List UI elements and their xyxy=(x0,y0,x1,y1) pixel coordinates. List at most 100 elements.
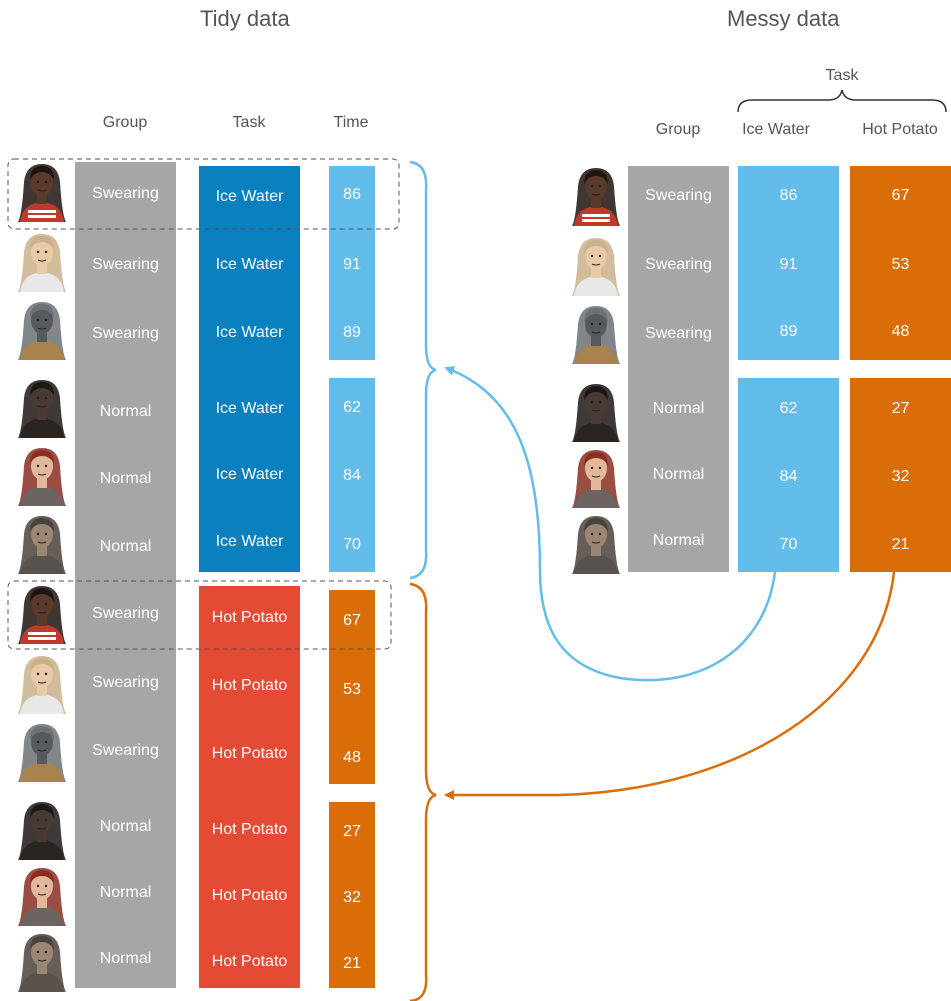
messy-hot-swearing-block xyxy=(850,166,951,360)
tidy-task-cell: Ice Water xyxy=(215,466,284,483)
avatar-person-3 xyxy=(14,298,70,365)
tidy-time-cell: 84 xyxy=(343,467,361,484)
tidy-group-cell: Swearing xyxy=(92,256,159,273)
tidy-task-cell: Hot Potato xyxy=(211,609,288,626)
avatar-person-4 xyxy=(14,376,70,443)
connector-hot xyxy=(444,571,896,800)
avatar-person-4 xyxy=(14,798,70,865)
tidy-time-cell: 86 xyxy=(343,186,361,203)
messy-ice-cell: 84 xyxy=(779,468,798,485)
avatar-person-4 xyxy=(568,380,624,447)
avatar-person-5 xyxy=(14,444,70,511)
tidy-group-cell: Normal xyxy=(99,818,152,835)
tidy-task-cell: Hot Potato xyxy=(211,821,288,838)
messy-hot-cell: 21 xyxy=(891,536,910,553)
messy-ice-cell: 70 xyxy=(779,536,798,553)
messy-ice-cell: 62 xyxy=(779,400,798,417)
messy-group-cell: Normal xyxy=(652,532,705,549)
messy-ice-header: Ice Water xyxy=(742,121,810,138)
tidy-time-cell: 62 xyxy=(343,399,361,416)
messy-hot-cell: 27 xyxy=(891,400,910,417)
highlight-box-row-1 xyxy=(7,158,400,230)
brace-ice xyxy=(409,160,437,580)
tidy-group-cell: Swearing xyxy=(92,674,159,691)
messy-hot-cell: 48 xyxy=(891,323,910,340)
messy-task-header: Task xyxy=(825,67,859,84)
messy-title: Messy data xyxy=(727,6,840,31)
messy-ice-cell: 91 xyxy=(779,256,798,273)
tidy-time-cell: 32 xyxy=(343,889,361,906)
tidy-group-cell: Swearing xyxy=(92,742,159,759)
tidy-time-header: Time xyxy=(333,114,369,131)
tidy-task-cell: Ice Water xyxy=(215,400,284,417)
messy-hot-cell: 53 xyxy=(891,256,910,273)
tidy-time-hot-normal-block xyxy=(329,802,375,988)
tidy-group-cell: Normal xyxy=(99,884,152,901)
tidy-time-hot-swearing-block xyxy=(329,590,375,784)
tidy-time-cell: 67 xyxy=(343,612,361,629)
tidy-group-cell: Normal xyxy=(99,950,152,967)
tidy-time-cell: 21 xyxy=(343,955,361,972)
tidy-title: Tidy data xyxy=(200,6,290,31)
tidy-group-cell: Normal xyxy=(99,538,152,555)
connector-ice xyxy=(444,366,777,682)
avatar-person-6 xyxy=(568,512,624,579)
avatar-person-2 xyxy=(568,234,624,301)
avatar-person-3 xyxy=(14,720,70,787)
tidy-task-ice-block xyxy=(199,166,300,572)
brace-hot xyxy=(409,582,437,1001)
tidy-task-cell: Hot Potato xyxy=(211,677,288,694)
tidy-time-cell: 89 xyxy=(343,324,361,341)
tidy-time-cell: 27 xyxy=(343,823,361,840)
avatar-person-1 xyxy=(14,582,70,649)
messy-group-cell: Normal xyxy=(652,400,705,417)
tidy-time-ice-swearing-block xyxy=(329,166,375,360)
tidy-time-cell: 70 xyxy=(343,536,361,553)
brace-task-top xyxy=(737,89,947,113)
tidy-time-cell: 48 xyxy=(343,749,361,766)
avatar-person-1 xyxy=(568,164,624,231)
tidy-group-cell: Swearing xyxy=(92,185,159,202)
tidy-group-cell: Normal xyxy=(99,403,152,420)
messy-group-cell: Swearing xyxy=(645,187,712,204)
tidy-task-cell: Hot Potato xyxy=(211,887,288,904)
messy-ice-cell: 86 xyxy=(779,187,798,204)
tidy-task-cell: Ice Water xyxy=(215,256,284,273)
tidy-group-header: Group xyxy=(102,114,148,131)
messy-group-column xyxy=(628,166,729,572)
tidy-group-cell: Swearing xyxy=(92,325,159,342)
messy-hot-cell: 32 xyxy=(891,468,910,485)
messy-hot-cell: 67 xyxy=(891,187,910,204)
messy-ice-swearing-block xyxy=(738,166,839,360)
tidy-task-cell: Hot Potato xyxy=(211,953,288,970)
avatar-person-5 xyxy=(568,446,624,513)
tidy-task-hot-block xyxy=(199,586,300,988)
messy-group-cell: Swearing xyxy=(645,325,712,342)
highlight-box-row-7 xyxy=(7,580,392,650)
messy-ice-cell: 89 xyxy=(779,323,798,340)
tidy-task-header: Task xyxy=(232,114,266,131)
avatar-person-1 xyxy=(14,160,70,227)
messy-group-header: Group xyxy=(655,121,701,138)
messy-group-cell: Swearing xyxy=(645,256,712,273)
tidy-task-cell: Ice Water xyxy=(215,533,284,550)
tidy-time-cell: 91 xyxy=(343,256,361,273)
tidy-time-ice-normal-block xyxy=(329,378,375,572)
tidy-task-cell: Ice Water xyxy=(215,324,284,341)
avatar-person-3 xyxy=(568,302,624,369)
avatar-person-6 xyxy=(14,930,70,997)
tidy-group-column xyxy=(75,162,176,988)
tidy-time-cell: 53 xyxy=(343,681,361,698)
tidy-group-cell: Swearing xyxy=(92,605,159,622)
tidy-task-cell: Ice Water xyxy=(215,188,284,205)
avatar-person-5 xyxy=(14,864,70,931)
avatar-person-2 xyxy=(14,230,70,297)
messy-ice-normal-block xyxy=(738,378,839,572)
messy-hot-header: Hot Potato xyxy=(862,121,938,138)
avatar-person-6 xyxy=(14,512,70,579)
tidy-task-cell: Hot Potato xyxy=(211,745,288,762)
tidy-group-cell: Normal xyxy=(99,470,152,487)
messy-group-cell: Normal xyxy=(652,466,705,483)
messy-hot-normal-block xyxy=(850,378,951,572)
